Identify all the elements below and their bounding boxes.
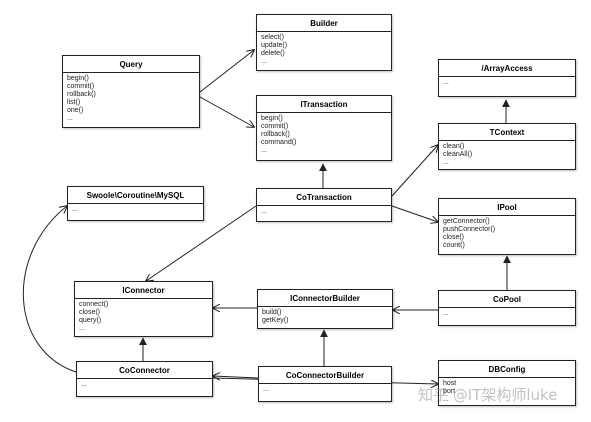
class-coconnectorbuilder-members: ... xyxy=(259,384,391,396)
class-coconnector: CoConnector ... xyxy=(76,361,213,397)
edge-cotransaction-iconnector xyxy=(146,205,257,281)
member: rollback() xyxy=(261,131,290,138)
member: select() xyxy=(261,34,284,41)
watermark: 知乎 @IT架构师luke xyxy=(418,386,558,404)
class-query-members: begin() commit() rollback() list() one()… xyxy=(63,73,199,125)
class-copool: CoPool ... xyxy=(438,290,576,326)
class-cotransaction-name: CoTransaction xyxy=(257,189,391,206)
member: ... xyxy=(443,79,449,86)
member: rollback() xyxy=(67,91,96,98)
member: begin() xyxy=(261,115,283,122)
member: command() xyxy=(261,139,297,146)
member: cleanAll() xyxy=(443,151,473,158)
class-coconnector-members: ... xyxy=(77,379,212,391)
member: count() xyxy=(443,242,465,249)
member: getKey() xyxy=(262,317,289,324)
member: ... xyxy=(261,208,267,215)
class-swoole-mysql-members: ... xyxy=(68,204,203,216)
class-builder: Builder select() update() delete() ... xyxy=(256,14,392,71)
edge-query-itransaction xyxy=(199,96,254,127)
member: begin() xyxy=(67,75,89,82)
member: query() xyxy=(79,317,102,324)
member: close() xyxy=(79,309,101,316)
class-builder-members: select() update() delete() ... xyxy=(257,32,391,68)
member: ... xyxy=(261,58,267,65)
class-query: Query begin() commit() rollback() list()… xyxy=(62,55,200,128)
class-coconnectorbuilder: CoConnectorBuilder ... xyxy=(258,366,392,402)
member: commit() xyxy=(261,123,289,130)
class-swoole-mysql: Swoole\Coroutine\MySQL ... xyxy=(67,186,204,221)
class-itransaction-name: ITransaction xyxy=(257,96,391,113)
class-iconnectorbuilder-name: IConnectorBuilder xyxy=(258,290,392,307)
member: one() xyxy=(67,107,84,114)
class-ipool-members: getConnector() pushConnector() close() c… xyxy=(439,216,575,252)
member: port xyxy=(443,388,456,395)
edge-query-builder xyxy=(199,50,254,93)
member: close() xyxy=(443,234,465,241)
class-coconnectorbuilder-name: CoConnectorBuilder xyxy=(259,367,391,384)
class-tcontext: TContext clean() cleanAll() ... xyxy=(438,123,576,170)
edge-cotransaction-tcontext xyxy=(391,145,438,197)
class-iconnectorbuilder-members: build() getKey() xyxy=(258,307,392,327)
member: clean() xyxy=(443,143,465,150)
class-copool-name: CoPool xyxy=(439,291,575,308)
member: delete() xyxy=(261,50,285,57)
class-cotransaction-members: ... xyxy=(257,206,391,218)
class-query-name: Query xyxy=(63,56,199,73)
edge-coconnector-swoole-mysql xyxy=(23,206,77,373)
member: ... xyxy=(72,206,78,213)
member: ... xyxy=(443,396,449,403)
member: host xyxy=(443,380,457,387)
class-iconnector-members: connect() close() query() ... xyxy=(75,299,212,335)
class-copool-members: ... xyxy=(439,308,575,320)
class-ipool-name: IPool xyxy=(439,199,575,216)
member: build() xyxy=(262,309,282,316)
edge-coconnectorbuilder-coconnector xyxy=(213,376,259,378)
member: ... xyxy=(443,310,449,317)
class-arrayaccess: /ArrayAccess ... xyxy=(438,59,576,97)
member: ... xyxy=(79,325,85,332)
class-swoole-mysql-name: Swoole\Coroutine\MySQL xyxy=(68,187,203,204)
class-iconnectorbuilder: IConnectorBuilder build() getKey() xyxy=(257,289,393,329)
class-dbconfig: DBConfig host port ... xyxy=(438,360,576,406)
class-dbconfig-members: host port ... xyxy=(439,378,575,406)
member: ... xyxy=(261,147,267,154)
class-iconnector-name: IConnector xyxy=(75,282,212,299)
class-arrayaccess-name: /ArrayAccess xyxy=(439,60,575,77)
member: connect() xyxy=(79,301,109,308)
edge-cotransaction-ipool xyxy=(391,205,438,222)
class-cotransaction: CoTransaction ... xyxy=(256,188,392,222)
class-dbconfig-name: DBConfig xyxy=(439,361,575,378)
class-arrayaccess-members: ... xyxy=(439,77,575,89)
member: getConnector() xyxy=(443,218,490,225)
member: ... xyxy=(263,386,269,393)
class-iconnector: IConnector connect() close() query() ... xyxy=(74,281,213,337)
class-ipool: IPool getConnector() pushConnector() clo… xyxy=(438,198,576,255)
class-tcontext-members: clean() cleanAll() ... xyxy=(439,141,575,169)
member: list() xyxy=(67,99,81,106)
class-tcontext-name: TContext xyxy=(439,124,575,141)
class-coconnector-name: CoConnector xyxy=(77,362,212,379)
member: commit() xyxy=(67,83,95,90)
class-itransaction: ITransaction begin() commit() rollback()… xyxy=(256,95,392,161)
member: update() xyxy=(261,42,288,49)
class-builder-name: Builder xyxy=(257,15,391,32)
class-itransaction-members: begin() commit() rollback() command() ..… xyxy=(257,113,391,157)
member: ... xyxy=(443,159,449,166)
member: ... xyxy=(81,381,87,388)
member: pushConnector() xyxy=(443,226,496,233)
member: ... xyxy=(67,115,73,122)
